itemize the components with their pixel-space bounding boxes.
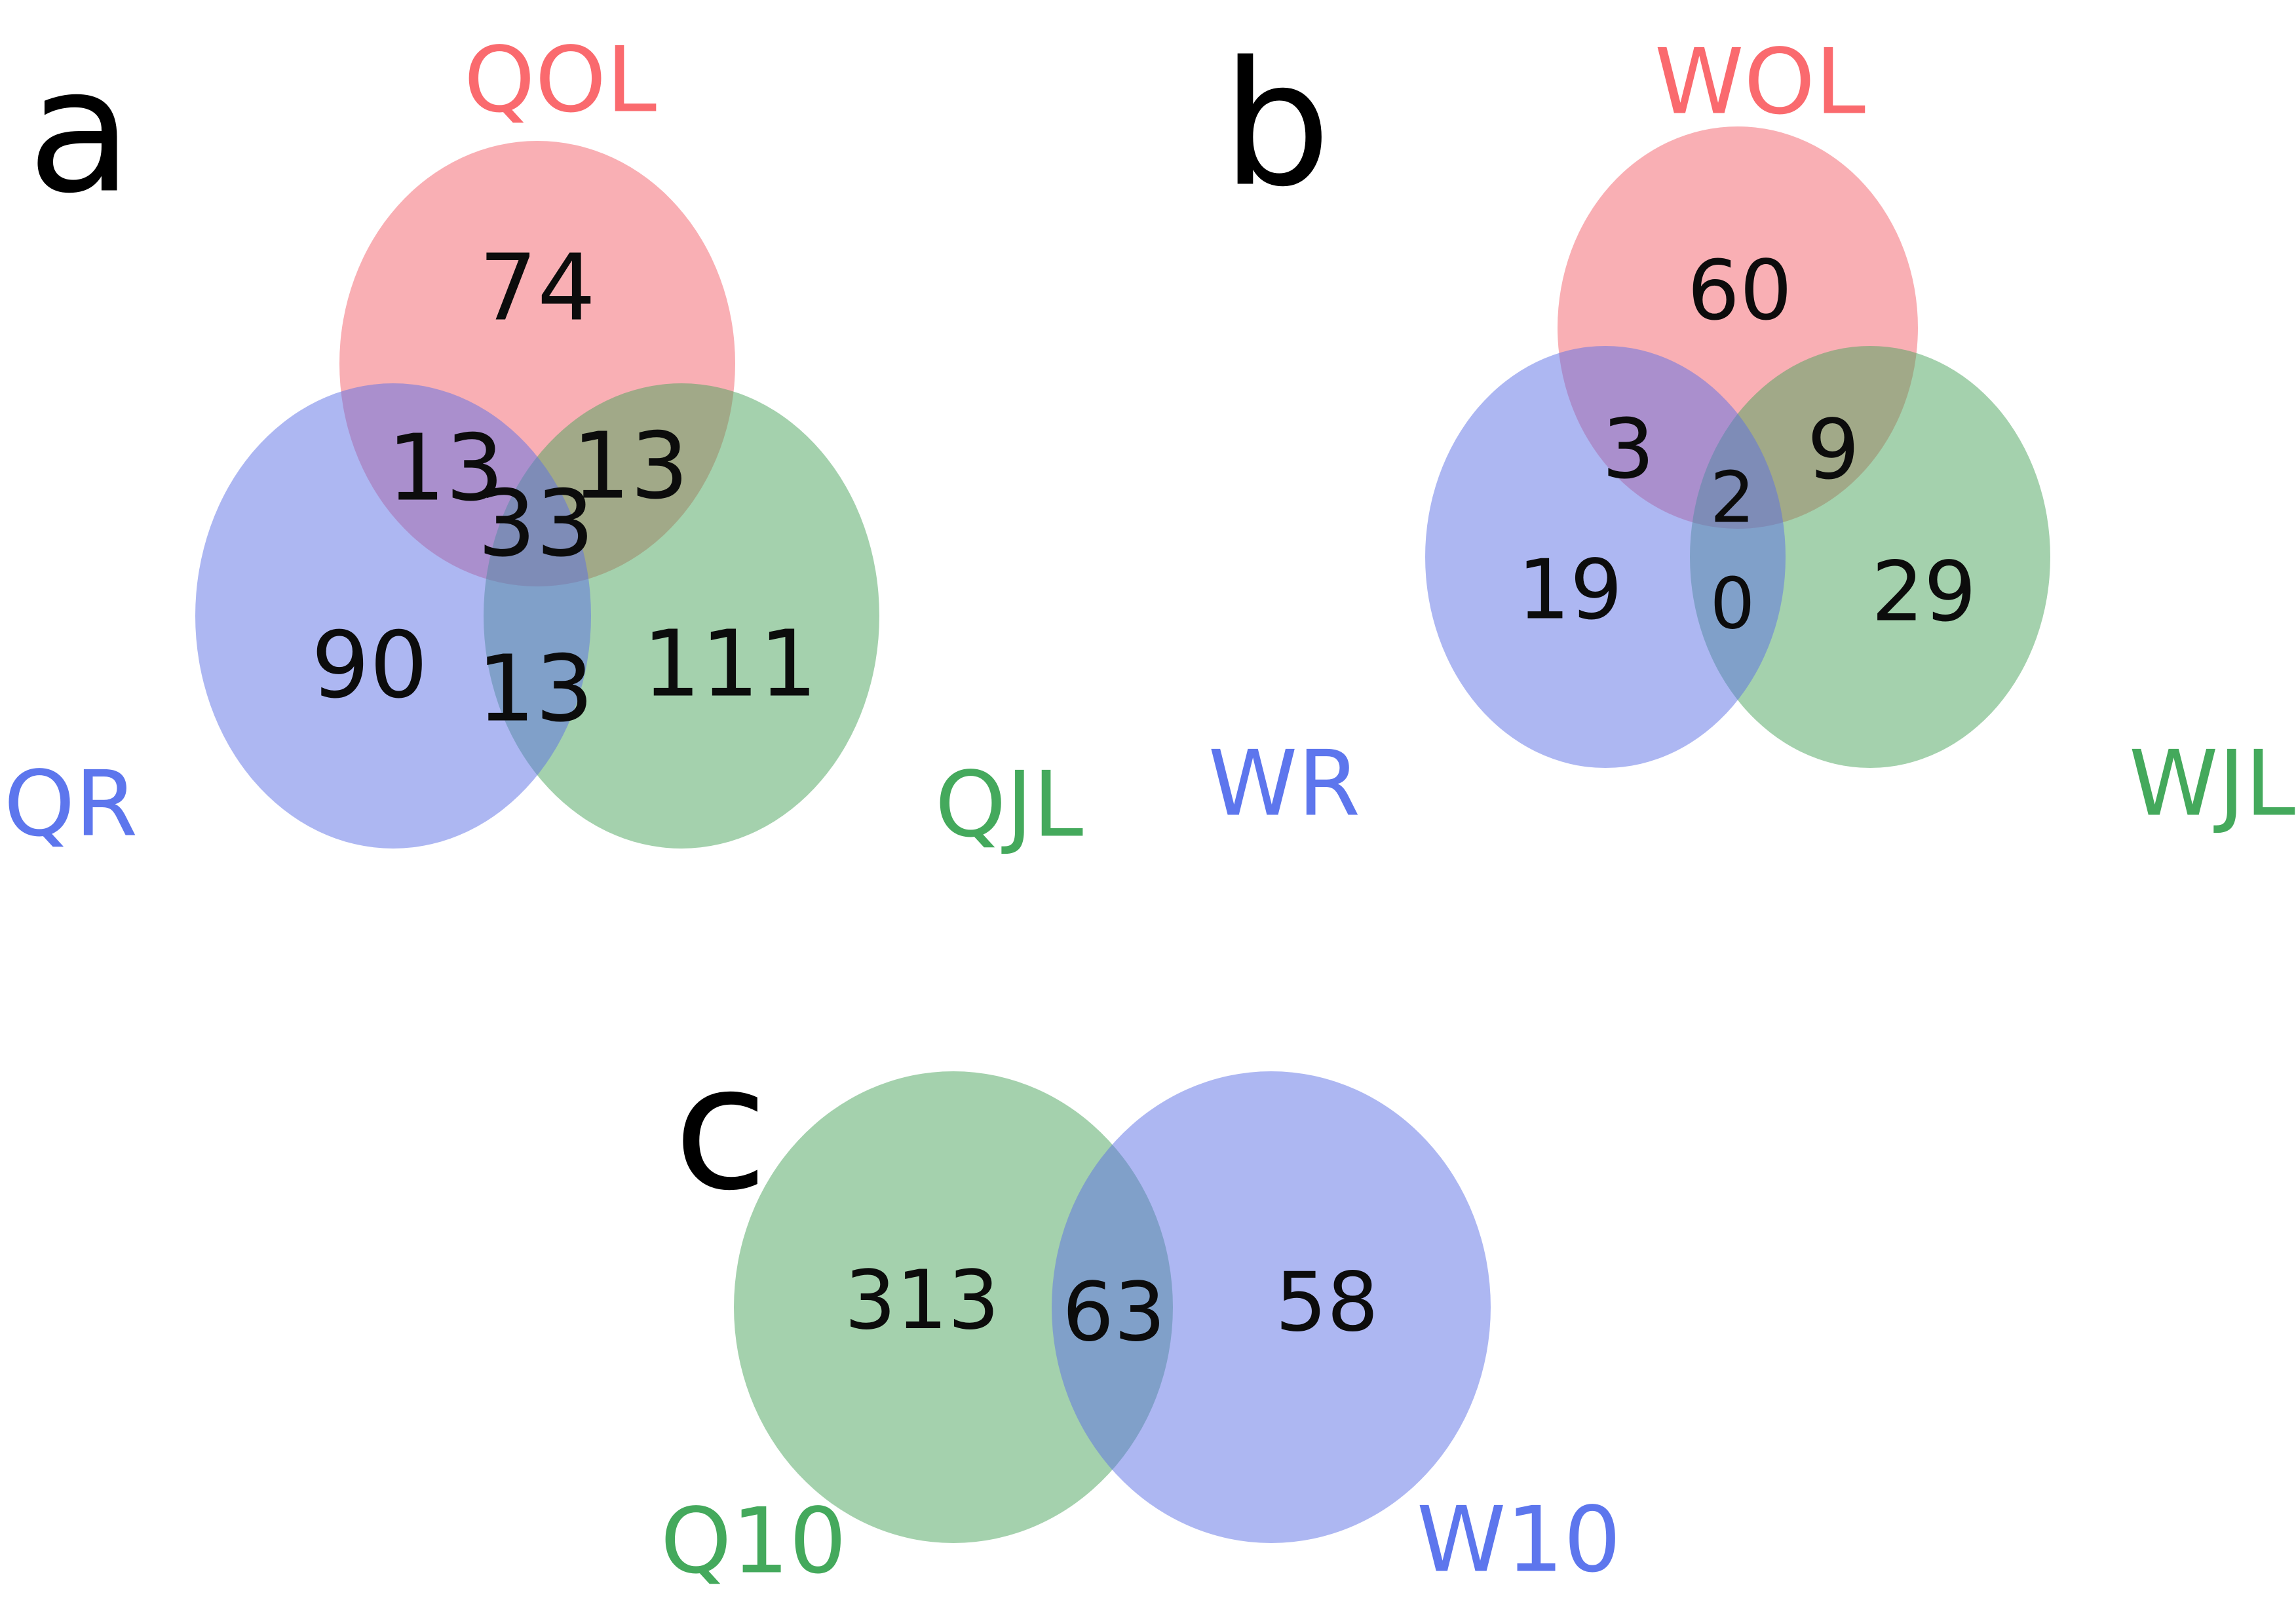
panel-a-qjl-circle: [484, 383, 879, 849]
panel-c-letter: c: [674, 1029, 768, 1229]
panel-c-count-overlap: 63: [1062, 1265, 1166, 1360]
panel-b-label-wjl: WJL: [2129, 731, 2295, 837]
panel-c-w10-circle: [1052, 1071, 1491, 1543]
panel-c-label-q10: Q10: [660, 1489, 847, 1594]
panel-b-label-wr: WR: [1208, 731, 1360, 837]
panel-a-count-center: 33: [478, 471, 594, 578]
panel-c-label-w10: W10: [1417, 1487, 1621, 1593]
panel-a-qr-circle: [195, 383, 591, 849]
panel-a-letter: a: [28, 31, 133, 231]
panel-b-count-center: 2: [1710, 457, 1755, 539]
panel-b-label-wol: WOL: [1655, 29, 1866, 135]
panel-a-count-qol-qr: 13: [387, 415, 504, 522]
panel-a-label-qr: QR: [4, 752, 138, 857]
panel-b-count-wjl-only: 29: [1871, 544, 1976, 640]
panel-a-label-qol: QOL: [464, 28, 657, 133]
panel-b-count-wol-wjl: 9: [1807, 402, 1860, 498]
panel-a-count-qol-only: 74: [479, 235, 596, 342]
panel-b-wjl-circle: [1690, 346, 2050, 768]
panel-a-label-qjl: QJL: [935, 752, 1083, 858]
panel-b-count-wol-only: 60: [1687, 242, 1792, 339]
panel-a-count-qol-qjl: 13: [572, 413, 689, 520]
panel-c-q10-circle: [734, 1071, 1173, 1543]
panel-c-count-q10-only: 313: [845, 1253, 1000, 1348]
panel-b-count-wol-wr: 3: [1602, 401, 1655, 497]
panel-c: c Q10 W10 313 63 58: [660, 1029, 1621, 1594]
panel-b-letter: b: [1222, 25, 1331, 225]
panel-b-wr-circle: [1425, 346, 1786, 768]
panel-b: b WOL WR WJL 60 3 9 2 19 0 29: [1208, 25, 2295, 837]
panel-c-count-w10-only: 58: [1275, 1255, 1379, 1350]
panel-b-count-wr-wjl: 0: [1710, 563, 1755, 645]
panel-a-count-qr-qjl: 13: [477, 636, 594, 743]
panel-b-count-wr-only: 19: [1518, 542, 1622, 638]
panel-a-count-qjl-only: 111: [642, 611, 817, 718]
panel-a-count-qr-only: 90: [311, 613, 428, 719]
panel-a: a QOL QR QJL 74 13 13 33 90 13 111: [4, 28, 1083, 858]
